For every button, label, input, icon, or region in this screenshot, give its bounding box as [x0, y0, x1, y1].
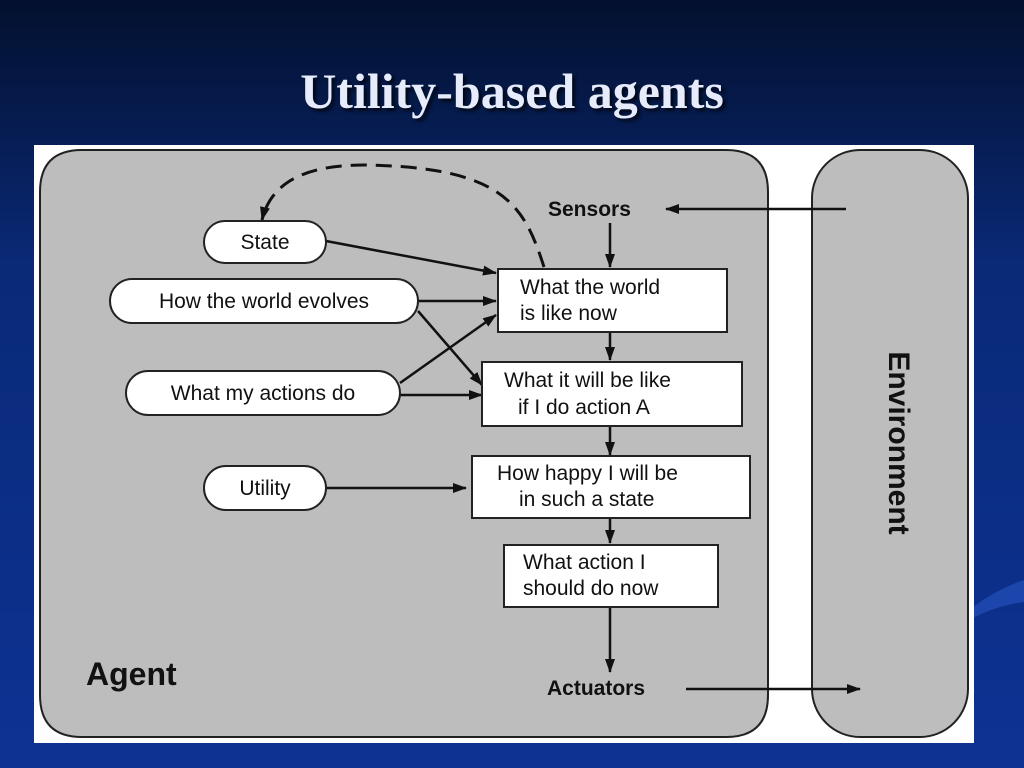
box-world-now-line1: What the world [520, 276, 660, 299]
agent-label: Agent [86, 656, 177, 692]
oval-utility: Utility [203, 465, 327, 511]
sensors-label: Sensors [548, 198, 631, 221]
oval-utility-label: Utility [239, 477, 291, 500]
agent-panel [39, 149, 769, 738]
box-action-now-line1: What action I [523, 551, 646, 574]
box-action-now: What action I should do now [503, 544, 719, 608]
oval-state: State [203, 220, 327, 264]
box-how-happy: How happy I will be in such a state [471, 455, 751, 519]
environment-panel [811, 149, 969, 738]
agent-diagram: State How the world evolves What my acti… [34, 145, 974, 743]
oval-world-evolves: How the world evolves [109, 278, 419, 324]
box-how-happy-line1: How happy I will be [497, 462, 678, 485]
oval-world-evolves-label: How the world evolves [159, 290, 369, 313]
box-world-now-line2: is like now [520, 302, 618, 325]
box-action-now-line2: should do now [523, 577, 659, 600]
state-to-world-arrow [325, 239, 497, 276]
box-will-be-like: What it will be like if I do action A [481, 361, 743, 427]
box-will-be-like-line1: What it will be like [504, 369, 671, 392]
actuators-label: Actuators [547, 677, 645, 700]
state-feedback-dashed-arrow [260, 163, 546, 268]
diagram-canvas: State How the world evolves What my acti… [39, 149, 969, 738]
box-how-happy-line2: in such a state [519, 488, 654, 511]
box-will-be-like-line2: if I do action A [518, 396, 650, 419]
oval-state-label: State [240, 231, 289, 254]
oval-actions-do-label: What my actions do [171, 382, 355, 405]
oval-actions-do: What my actions do [125, 370, 401, 416]
actions-to-world-arrow [399, 313, 497, 385]
environment-label: Environment [882, 351, 915, 534]
box-world-now: What the world is like now [497, 268, 728, 333]
slide-title: Utility-based agents [300, 63, 724, 119]
